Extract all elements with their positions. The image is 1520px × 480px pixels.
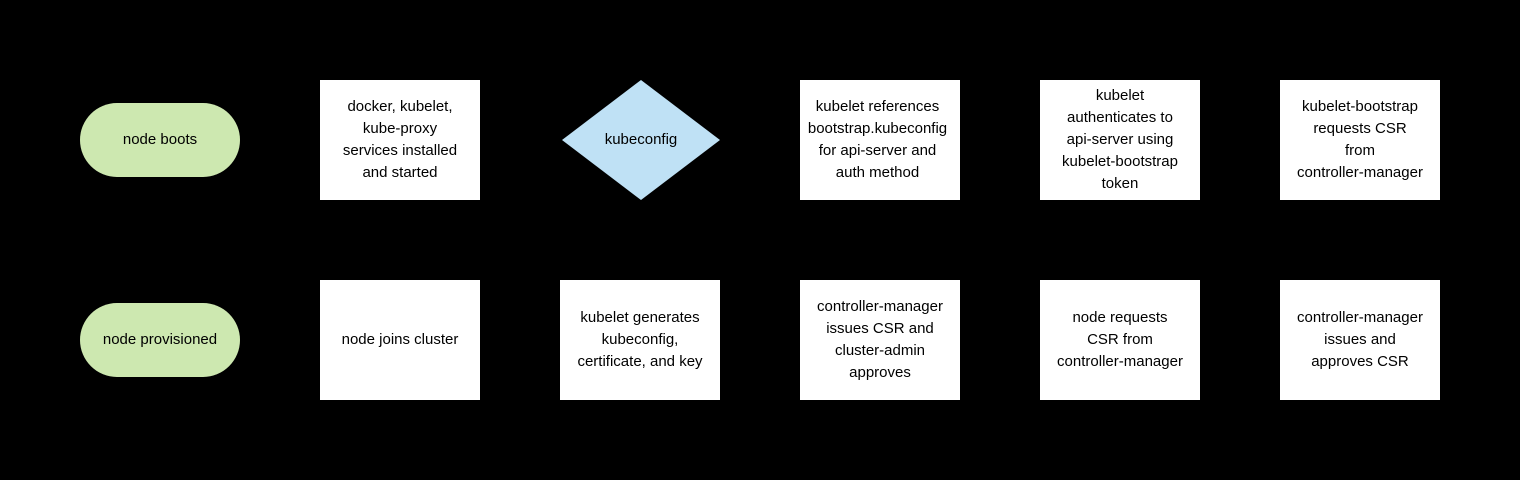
node-label: node requests CSR from controller-manage… <box>1057 309 1183 370</box>
node-cm-issues-csr[interactable]: controller-manager issues CSR and cluste… <box>800 280 960 400</box>
node-label: node joins cluster <box>341 331 459 348</box>
node-label: kubelet-bootstrap requests CSR from cont… <box>1297 98 1423 181</box>
node-cm-issues-approves[interactable]: controller-manager issues and approves C… <box>1280 280 1440 400</box>
node-label: node provisioned <box>102 331 218 348</box>
node-label: node boots <box>122 131 198 148</box>
node-node-joins-cluster[interactable]: node joins cluster <box>320 280 480 400</box>
node-label: controller-manager issues CSR and cluste… <box>817 298 943 381</box>
node-kubeconfig-decision[interactable]: kubeconfig <box>562 80 720 200</box>
node-label: kubeconfig <box>604 131 678 148</box>
node-label: kubelet references bootstrap.kubeconfig … <box>807 98 948 181</box>
node-node-boots[interactable]: node boots <box>80 103 240 177</box>
node-label: controller-manager issues and approves C… <box>1297 309 1423 370</box>
node-kubelet-authenticates[interactable]: kubelet authenticates to api-server usin… <box>1040 80 1200 200</box>
node-node-provisioned[interactable]: node provisioned <box>80 303 240 377</box>
node-kubelet-references[interactable]: kubelet references bootstrap.kubeconfig … <box>800 80 960 200</box>
node-label: docker, kubelet, kube-proxy services ins… <box>342 98 458 181</box>
node-node-requests-csr[interactable]: node requests CSR from controller-manage… <box>1040 280 1200 400</box>
node-services-installed[interactable]: docker, kubelet, kube-proxy services ins… <box>320 80 480 200</box>
node-label: kubelet authenticates to api-server usin… <box>1062 87 1178 192</box>
node-label: kubelet generates kubeconfig, certificat… <box>577 309 703 370</box>
node-bootstrap-requests-csr[interactable]: kubelet-bootstrap requests CSR from cont… <box>1280 80 1440 200</box>
node-kubelet-generates[interactable]: kubelet generates kubeconfig, certificat… <box>560 280 720 400</box>
